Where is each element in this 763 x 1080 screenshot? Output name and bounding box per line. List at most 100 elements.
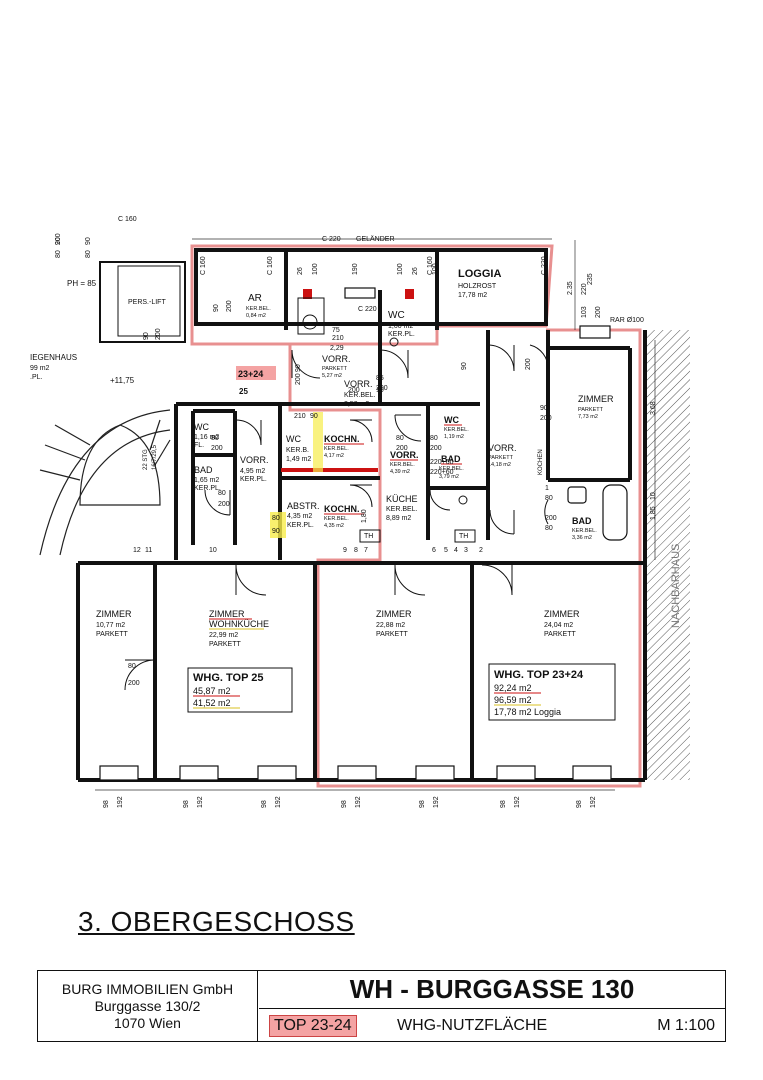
dimension-label: 80 xyxy=(545,525,553,532)
bad-mid-floor: KER.BEL. xyxy=(439,466,464,472)
floor-title: 3. OBERGESCHOSS xyxy=(78,906,355,937)
wc-right-area: 1,19 m2 xyxy=(444,434,464,440)
whg25-title: WHG. TOP 25 xyxy=(193,672,264,684)
dimension-label: 85 xyxy=(376,375,384,382)
dimension-label: 200 xyxy=(545,515,557,522)
dimension-label: 200 xyxy=(55,233,62,245)
dimension-label: 90 xyxy=(85,237,92,245)
staircase xyxy=(39,409,171,556)
dimension-label: 9 xyxy=(343,547,347,554)
dimension-label: 90 xyxy=(213,304,220,312)
room-ar: AR xyxy=(248,293,262,304)
room-abstr: ABSTR. xyxy=(287,501,320,511)
room-vorr-1: VORR. xyxy=(322,354,351,364)
dimension-label: 200 xyxy=(226,300,233,312)
label-c160-top: C 160 xyxy=(118,216,137,223)
doors xyxy=(124,344,549,691)
title-row: TOP 23-24 WHG-NUTZFLÄCHE M 1:100 xyxy=(259,1008,725,1042)
company-block: BURG IMMOBILIEN GmbH Burggasse 130/2 107… xyxy=(38,971,258,1041)
whg2324-loggia: 17,78 m2 Loggia xyxy=(494,707,561,717)
dimension-label: 5 xyxy=(444,547,448,554)
dimension-label: 200 xyxy=(396,445,408,452)
whg25-area2: 41,52 m2 xyxy=(193,698,231,708)
dimension-label: 8 xyxy=(354,547,358,554)
neighbour-hatch xyxy=(645,330,690,780)
dimension-label: 80 xyxy=(272,515,280,522)
dimension-label: 2.35 xyxy=(567,281,574,295)
ar-area: 0,84 m2 xyxy=(246,313,266,319)
ar-floor: KER.BEL. xyxy=(246,306,271,312)
dimension-label: 200 xyxy=(348,387,360,394)
abstr-area: 4,35 m2 xyxy=(287,513,312,520)
whg2324-title: WHG. TOP 23+24 xyxy=(494,669,584,681)
bad-right-floor: KER.BEL. xyxy=(572,528,597,534)
room-kochn-1: KOCHN. xyxy=(324,434,360,444)
bad-left-area: 1,65 m2 xyxy=(194,477,219,484)
dimension-label: 200 xyxy=(155,328,162,340)
room-loggia: LOGGIA xyxy=(458,268,501,280)
dimension-label: 3,68 xyxy=(650,401,657,415)
dimension-label: 190 xyxy=(352,263,359,275)
bad-mid-area: 3,79 m2 xyxy=(439,474,459,480)
area-type: WHG-NUTZFLÄCHE xyxy=(397,1017,548,1034)
dimension-label: 26 xyxy=(297,267,304,275)
loggia-area: 17,78 m2 xyxy=(458,292,487,299)
unit-25-tag: 25 xyxy=(239,387,248,396)
dimension-label: 98 xyxy=(576,800,583,808)
vorr-1-area: 5,27 m2 xyxy=(322,373,342,379)
room-wc-mid: WC xyxy=(286,434,301,444)
zimmer-4-area: 24,04 m2 xyxy=(544,622,573,629)
dimension-label: 220 xyxy=(581,283,588,295)
dimension-label: 3 xyxy=(464,547,468,554)
dimension-label: 90 xyxy=(295,364,302,372)
whg2324-box xyxy=(488,663,616,721)
dimension-label: 90 xyxy=(310,413,318,420)
level-label: +11,75 xyxy=(110,376,135,385)
abstr-floor: KER.PL. xyxy=(287,522,314,529)
dimension-label: 192 xyxy=(197,796,204,808)
vorr-2-area: 2,52 m2 xyxy=(344,401,369,408)
room-wc-right: WC xyxy=(444,415,459,425)
dimension-label: 2 xyxy=(479,547,483,554)
dimension-label: 75 xyxy=(332,327,340,334)
room-zimmer-4: ZIMMER xyxy=(544,609,580,619)
th-label-2: TH xyxy=(459,533,468,540)
dimension-label: 98 xyxy=(500,800,507,808)
label-c220-railing: C 220 xyxy=(322,236,341,243)
wc-top-floor: KER.PL. xyxy=(388,331,415,338)
dimension-label: C 160 xyxy=(427,256,434,275)
zimmer-r-floor: PARKETT xyxy=(578,407,604,413)
whg2324-area2: 96,59 m2 xyxy=(494,695,532,705)
kochn-2-floor: KER.BEL. xyxy=(324,516,349,522)
dimension-label: 200 xyxy=(540,415,552,422)
kochn-1-floor: KER.BEL. xyxy=(324,446,349,452)
dimension-label: 98 xyxy=(419,800,426,808)
room-zimmer-3: ZIMMER xyxy=(376,609,412,619)
whg2324-area1: 92,24 m2 xyxy=(494,683,532,693)
zimmer-2-area: 22,99 m2 xyxy=(209,632,238,639)
company-name: BURG IMMOBILIEN GmbH xyxy=(61,981,234,997)
dimension-label: 100 xyxy=(397,263,404,275)
vorr-left-floor: KER.PL. xyxy=(240,476,267,483)
dimension-label: 90 xyxy=(272,528,280,535)
dimension-label: 80 xyxy=(545,495,553,502)
dimension-label: 192 xyxy=(514,796,521,808)
markers xyxy=(236,289,414,538)
dimension-label: 192 xyxy=(433,796,440,808)
wc-top-area: 1,00 m2 xyxy=(388,323,413,330)
kueche-floor: KER.BEL. xyxy=(386,506,418,513)
vorr-big-area: 14,18 m2 xyxy=(488,462,511,468)
loggia-floor: HOLZROST xyxy=(458,283,497,290)
room-zimmer-1: ZIMMER xyxy=(96,609,132,619)
wc-left-area: 1,16 m2 xyxy=(194,434,219,441)
wc-left-floor: FL. xyxy=(194,442,204,449)
dimension-label: 1 xyxy=(545,485,549,492)
dimension-label: 200 xyxy=(376,385,388,392)
walls xyxy=(76,248,647,782)
label-c220-mid: C 220 xyxy=(358,306,377,313)
dimension-label: 1,80 xyxy=(361,509,368,523)
dimension-label: 98 xyxy=(183,800,190,808)
bathtub xyxy=(567,484,628,541)
zimmer-4-floor: PARKETT xyxy=(544,631,576,638)
zimmer-r-area: 7,73 m2 xyxy=(578,414,598,420)
